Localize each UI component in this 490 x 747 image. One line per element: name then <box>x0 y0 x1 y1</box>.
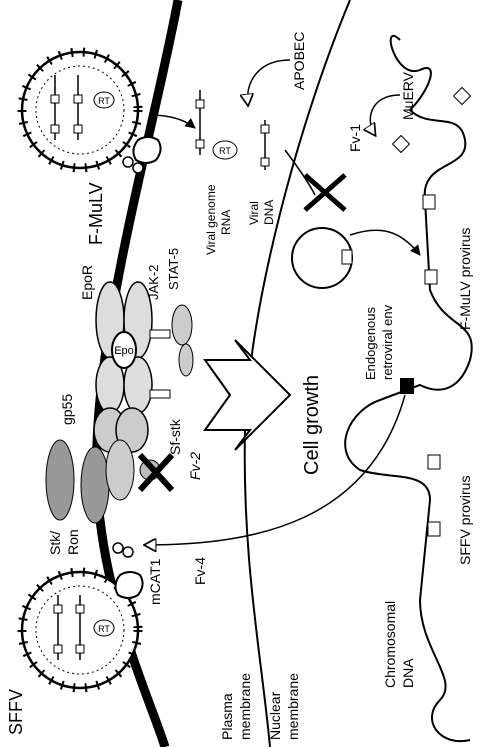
chromosomal-dna-label: DNA <box>400 658 416 688</box>
mcat1-label: mCAT1 <box>147 558 163 605</box>
rt-label: RT <box>98 624 110 634</box>
viral-dna-label: Viral <box>247 201 261 225</box>
chromosomal-label: Chromosomal <box>382 601 398 688</box>
fmulv-provirus-label: F-MuLV provirus <box>457 228 473 330</box>
endogenous-label: Endogenous <box>363 306 378 380</box>
fv2-label: Fv-2 <box>187 452 203 480</box>
sffv-provirus-ltr <box>428 522 440 536</box>
circle-integration-arrow <box>350 230 420 255</box>
integration-arrow <box>285 150 315 195</box>
stk-ron-label-2: Ron <box>65 529 81 555</box>
cell-growth-label: Cell growth <box>301 375 323 475</box>
muerv-label: MuERV <box>400 71 416 120</box>
mcat1-receptor <box>115 572 142 598</box>
epor-label: EpoR <box>79 265 95 300</box>
muerv-ltr <box>393 136 410 153</box>
endogenous-env <box>400 378 414 394</box>
sffv-label: SFFV <box>6 689 26 735</box>
viral-dna-dna-label: DNA <box>262 200 276 225</box>
cell-growth-arrow <box>205 340 290 450</box>
viral-genome-rna: RT <box>196 90 269 170</box>
viral-genome-rna-label: RNA <box>219 210 233 235</box>
viral-genome-label: Viral genome <box>204 184 218 255</box>
fv1-label: Fv-1 <box>347 124 363 152</box>
rt-label: RT <box>98 96 110 106</box>
fv4-label: Fv-4 <box>192 557 208 585</box>
nuclear-membrane-label-2: membrane <box>285 673 301 740</box>
apobec-arrow <box>248 60 290 105</box>
rt-label: RT <box>219 146 231 156</box>
fmulv-provirus-ltr <box>425 270 437 284</box>
plasma-membrane-label-2: membrane <box>237 673 253 740</box>
gp55-label: gp55 <box>59 394 75 425</box>
stat5-label: STAT-5 <box>166 248 181 290</box>
env-arrow <box>145 395 405 545</box>
apobec-label: APOBEC <box>291 32 307 90</box>
stk-ron-label: Stk/ <box>47 531 63 555</box>
jak2-label: JAK-2 <box>146 265 161 300</box>
stk-ron-receptor <box>46 440 160 523</box>
epo-label: Epo <box>114 345 134 357</box>
plasma-membrane-label: Plasma <box>219 693 235 740</box>
sffv-provirus-label: SFFV provirus <box>457 476 473 565</box>
sf-stk-label: Sf-stk <box>167 418 183 455</box>
muerv-ltr <box>454 88 471 105</box>
fmulv-virion: RT <box>22 52 138 168</box>
endogenous-env-label: retroviral env <box>380 304 395 380</box>
nuclear-membrane-label: Nuclear <box>267 691 283 740</box>
fv1-block-x <box>305 175 345 210</box>
fmulv-receptor <box>133 137 160 163</box>
fmulv-label: F-MuLV <box>86 182 106 245</box>
fmulv-provirus-ltr <box>423 195 435 209</box>
sffv-provirus-ltr <box>428 455 440 469</box>
fv1-arrow <box>370 95 400 135</box>
